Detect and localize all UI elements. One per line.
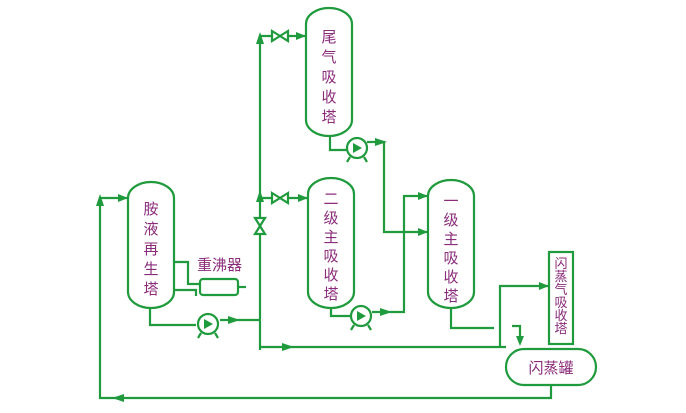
svg-text:塔: 塔 — [554, 322, 567, 337]
svg-text:尾: 尾 — [321, 28, 336, 46]
svg-text:液: 液 — [143, 220, 158, 238]
svg-text:收: 收 — [554, 309, 567, 324]
secondary-to-primary — [372, 194, 428, 314]
arrow-icon — [296, 32, 306, 40]
svg-text:吸: 吸 — [323, 247, 338, 265]
svg-text:胺: 胺 — [143, 200, 158, 218]
tail-to-primary — [367, 140, 428, 234]
arrow-icon — [298, 194, 308, 202]
arrow-icon — [516, 336, 524, 346]
svg-text:闪: 闪 — [554, 257, 567, 272]
svg-text:吸: 吸 — [443, 249, 458, 267]
arrow-icon — [256, 190, 264, 202]
flow-arrows — [96, 32, 549, 402]
arrow-icon — [112, 394, 124, 402]
arrow-icon — [375, 138, 387, 146]
svg-text:吸: 吸 — [321, 68, 336, 86]
flash-gas-pipe — [498, 284, 549, 347]
arrow-icon — [228, 316, 240, 324]
pump-icon — [349, 304, 373, 331]
arrow-icon — [380, 308, 392, 316]
svg-text:一: 一 — [443, 192, 458, 210]
amine-bottom-pipe — [148, 308, 196, 327]
primary-absorber-label: 一 级 主 吸 收 塔 — [443, 192, 458, 305]
secondary-bottom-pipe — [329, 308, 350, 318]
valve-icon — [253, 216, 267, 236]
svg-text:主: 主 — [323, 228, 338, 246]
svg-text:塔: 塔 — [323, 285, 338, 303]
amine-tower-label: 胺 液 再 生 塔 — [143, 200, 158, 298]
reboiler-label: 重沸器 — [197, 256, 242, 274]
svg-text:收: 收 — [443, 268, 458, 286]
arrow-icon — [418, 228, 428, 236]
svg-text:收: 收 — [321, 88, 336, 106]
arrow-icon — [96, 194, 104, 206]
pump-icon — [196, 312, 220, 339]
svg-text:塔: 塔 — [443, 287, 458, 305]
svg-text:塔: 塔 — [321, 108, 336, 126]
riser-pipe — [258, 34, 306, 350]
tail-tower-label: 尾 气 吸 收 塔 — [321, 28, 336, 126]
svg-text:再: 再 — [143, 240, 158, 258]
svg-text:二: 二 — [323, 190, 338, 208]
flash-tank-label: 闪蒸罐 — [528, 359, 573, 377]
secondary-absorber-label: 二 级 主 吸 收 塔 — [323, 190, 338, 303]
arrow-icon — [118, 194, 128, 202]
svg-text:主: 主 — [443, 230, 458, 248]
flash-absorber-label: 闪 蒸 气 吸 收 塔 — [554, 257, 567, 337]
arrow-icon — [418, 192, 428, 200]
lean-amine-return — [98, 196, 553, 400]
svg-text:气: 气 — [321, 48, 336, 66]
svg-text:吸: 吸 — [554, 296, 567, 311]
svg-text:蒸: 蒸 — [554, 270, 567, 285]
valve-icon — [270, 29, 290, 43]
reboiler-unit — [174, 260, 246, 297]
pump-icon — [345, 136, 369, 163]
svg-text:级: 级 — [443, 211, 458, 229]
svg-text:收: 收 — [323, 266, 338, 284]
tail-bottom-pipe — [328, 136, 347, 152]
svg-text:塔: 塔 — [143, 280, 158, 298]
arrow-icon — [282, 343, 294, 351]
arrow-icon — [539, 282, 549, 290]
arrow-icon — [256, 32, 264, 44]
svg-text:生: 生 — [143, 260, 158, 278]
flash-gas-absorber-tower — [547, 250, 575, 346]
valve-icon — [270, 191, 290, 205]
svg-text:级: 级 — [323, 209, 338, 227]
svg-text:气: 气 — [554, 282, 567, 298]
primary-bottom-pipe — [449, 308, 494, 330]
